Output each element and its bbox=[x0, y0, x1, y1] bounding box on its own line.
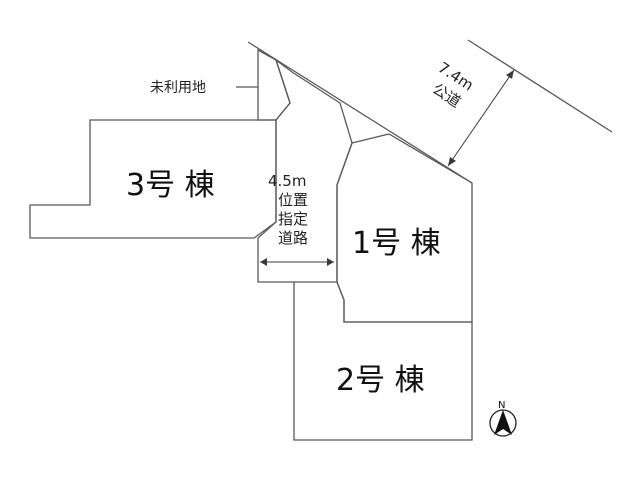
unused-land-label: 未利用地 bbox=[150, 80, 206, 96]
north-arrow-letter: N bbox=[498, 400, 505, 411]
public-road-edge-upper bbox=[467, 39, 613, 133]
building-2-label: 2号 棟 bbox=[336, 363, 425, 398]
private-road-line-3: 道路 bbox=[278, 229, 308, 247]
private-road-line-2: 指定 bbox=[278, 210, 308, 228]
private-road-width: 4.5m bbox=[268, 172, 306, 190]
lot-1-outline bbox=[336, 133, 473, 323]
private-road-line-1: 位置 bbox=[278, 191, 308, 209]
building-1-label: 1号 棟 bbox=[352, 226, 441, 261]
north-arrow-icon bbox=[494, 410, 512, 435]
public-road-dimension-arrow-bottom bbox=[448, 157, 456, 166]
public-road-label-group: 7.4m 公道 bbox=[429, 58, 477, 111]
private-road-dimension-arrow-right bbox=[327, 258, 334, 266]
building-3-label: 3号 棟 bbox=[126, 168, 215, 203]
private-road-dimension-arrow-left bbox=[260, 258, 267, 266]
north-arrow: N bbox=[489, 400, 517, 437]
public-road-dimension-line bbox=[447, 69, 515, 167]
public-road-dimension-arrow-top bbox=[506, 70, 514, 79]
public-road-edge-lower bbox=[247, 41, 473, 184]
